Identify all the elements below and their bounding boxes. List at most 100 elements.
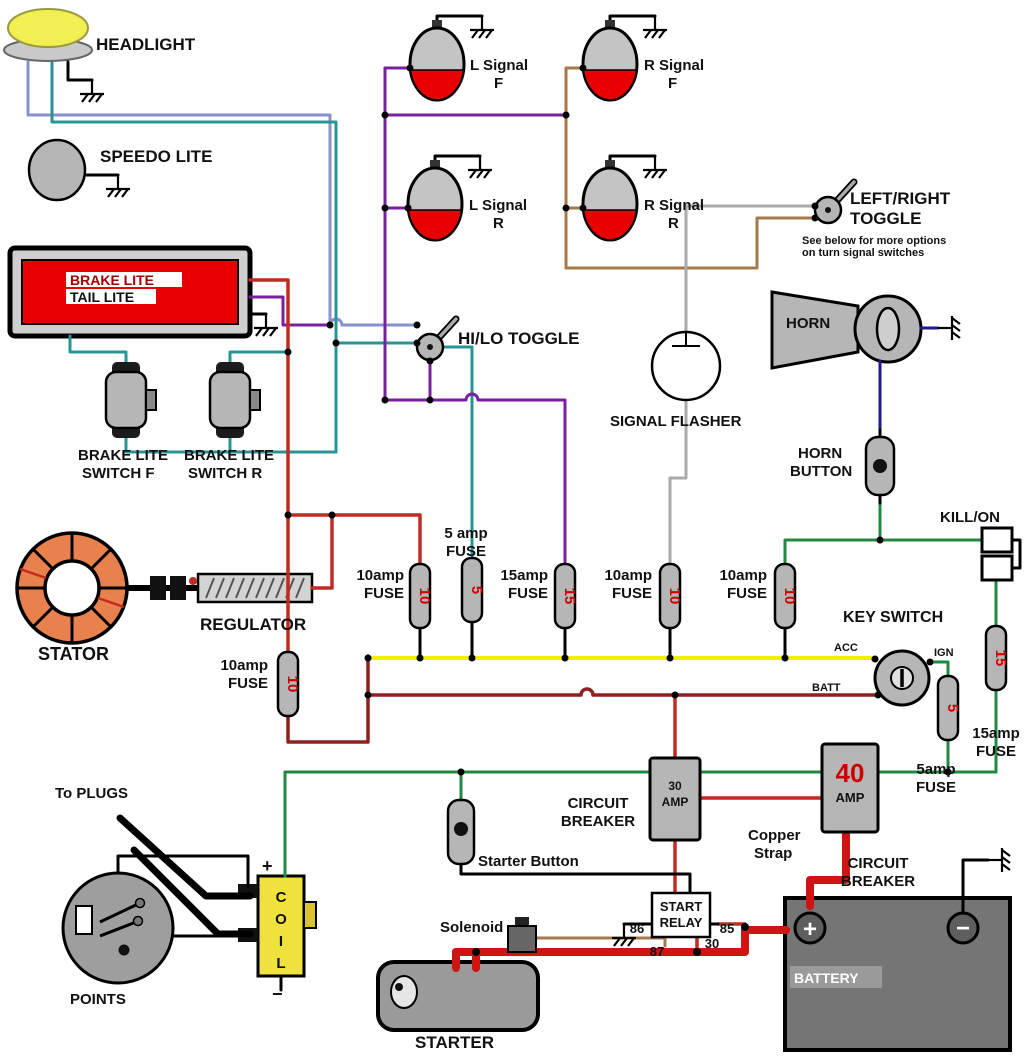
battery-label: BATTERY	[794, 970, 859, 986]
fuse-label: 15amp	[972, 725, 1020, 742]
brake-lite-switch-f	[104, 362, 157, 438]
to-plugs-label: To PLUGS	[55, 785, 128, 802]
brake-switch-f-label: BRAKE LITE	[78, 447, 168, 464]
wire-signal-to-15a-fuse	[383, 392, 567, 564]
ground-icon	[641, 14, 669, 40]
circuit-breaker-30a	[648, 756, 702, 842]
junction-dot	[811, 202, 819, 210]
wire-brake-feed-r	[228, 350, 290, 364]
toggle-note2: on turn signal switches	[802, 247, 924, 259]
stator-spokes	[17, 533, 127, 643]
fuse-5a-top: 5	[460, 556, 485, 624]
fuse-label: FUSE	[916, 779, 956, 796]
junction-dot	[364, 654, 372, 662]
fuse-value: 10	[781, 588, 798, 605]
lamp-cap	[430, 160, 440, 169]
wire-brake-switch-f-out	[124, 436, 338, 454]
junction-dot	[332, 339, 340, 347]
junction-dot	[579, 204, 587, 212]
ground-icon	[466, 154, 494, 180]
junction-dot	[381, 111, 389, 119]
battery-label-band	[790, 966, 882, 988]
regulator-hatch	[205, 577, 305, 599]
starter-button	[446, 798, 476, 866]
coil-letter: O	[275, 911, 287, 928]
fuse-10a-mid2: 10	[773, 562, 798, 630]
start-relay-label2: RELAY	[660, 915, 703, 930]
wire-ign-5afuse	[928, 660, 950, 678]
connector-block	[150, 576, 166, 600]
wire-brake-feed-f	[68, 334, 128, 364]
wire-battery-ground	[961, 858, 990, 915]
wire-kill-link	[1010, 538, 1022, 570]
r-signal-r-label2: R	[668, 215, 679, 232]
fuse-label: 10amp	[719, 567, 767, 584]
brake-switch-f-label2: SWITCH F	[82, 465, 155, 482]
wire-flasher-fuse	[668, 398, 688, 564]
relay-terminal-85: 85	[720, 921, 734, 936]
circuit-breaker-40a	[820, 742, 880, 834]
wire-toggle-to-5a-fuse	[442, 345, 474, 558]
wire-rsigf-ground	[608, 14, 657, 30]
starter-detail	[395, 983, 403, 991]
signal-flasher-label: SIGNAL FLASHER	[610, 413, 742, 430]
points-cam	[118, 944, 130, 956]
l-signal-front-lamp	[408, 20, 466, 102]
junction-dot	[562, 111, 570, 119]
starter	[376, 960, 540, 1032]
horn-bell	[770, 290, 860, 370]
junction-dot	[874, 691, 882, 699]
fuse-value: 10	[416, 588, 433, 605]
wire-batt-to-10afuse	[286, 654, 370, 744]
junction-dot	[472, 948, 480, 956]
fuse-label: FUSE	[228, 675, 268, 692]
wire-headlight-hibeam	[26, 60, 419, 327]
junction-dot	[381, 204, 389, 212]
junction-dot	[328, 511, 336, 519]
fuse-label: 10amp	[220, 657, 268, 674]
fuse-label: FUSE	[508, 585, 548, 602]
fuse-5a-right: 5	[936, 674, 961, 742]
starter-label: STARTER	[415, 1033, 494, 1052]
coil-letter: L	[276, 955, 285, 972]
signal-flasher	[650, 330, 722, 402]
hilo-toggle-switch	[415, 315, 460, 362]
junction-dot	[381, 396, 389, 404]
stator	[15, 531, 129, 645]
wire-points-coil	[116, 854, 250, 888]
junction-dot	[416, 654, 424, 662]
brake-lite-switch-r	[208, 362, 261, 438]
fuse-label: FUSE	[976, 743, 1016, 760]
toggle-pivot	[825, 207, 831, 213]
junction-dot	[406, 64, 414, 72]
wire-flasher-toggle	[684, 204, 817, 334]
wire-brake-lite-feed	[248, 278, 290, 652]
wire-headlight-ground	[66, 60, 94, 82]
fuse-body	[658, 562, 682, 630]
fuse-body	[276, 650, 300, 718]
points-label: POINTS	[70, 991, 126, 1008]
fuse-label: 5amp	[916, 761, 955, 778]
lamp-lens	[582, 69, 638, 101]
wire-rsignal-trunk	[564, 66, 585, 270]
headlight-label: HEADLIGHT	[96, 35, 196, 54]
starter-button-label: Starter Button	[478, 853, 579, 870]
junction-dot	[666, 654, 674, 662]
junction-dot	[561, 654, 569, 662]
copper-strap-label2: Strap	[754, 845, 792, 862]
fuse-value: 10	[284, 676, 301, 693]
lr-toggle-label2: TOGGLE	[850, 209, 921, 228]
wire-ignition-bus	[283, 770, 998, 878]
lamp-lens	[582, 209, 638, 241]
breaker30-label2: BREAKER	[561, 813, 635, 830]
coil-letter: C	[276, 889, 287, 906]
junction-dot	[413, 321, 421, 329]
fuse-label: FUSE	[364, 585, 404, 602]
ground-icon	[78, 78, 106, 104]
fuse-body	[408, 562, 432, 630]
brake-lite-label: BRAKE LITE	[70, 272, 154, 288]
switch-body	[104, 370, 148, 430]
wire-plug-lead	[130, 846, 254, 938]
points	[61, 871, 175, 985]
